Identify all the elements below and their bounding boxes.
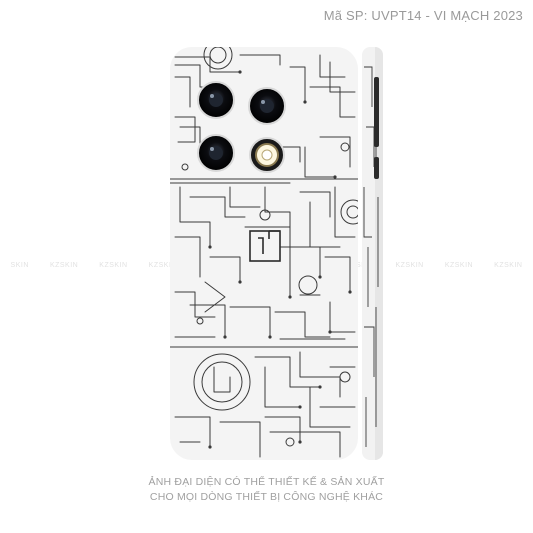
caption-line-1: ẢNH ĐẠI DIỆN CÓ THỂ THIẾT KẾ & SẢN XUẤT	[148, 476, 385, 488]
phone-side-skin	[362, 47, 383, 460]
product-code-label: Mã SP: UVPT14 - VI MẠCH 2023	[323, 8, 523, 23]
watermark-text: KZSKIN	[49, 261, 79, 269]
watermark-text: KZSKIN	[99, 261, 128, 269]
watermark-text: SKIN	[10, 261, 29, 269]
phone-back-skin	[170, 47, 358, 460]
watermark-text: KZSKIN	[494, 261, 523, 269]
watermark-text: KZSKIN	[444, 261, 474, 269]
camera-module	[197, 81, 286, 173]
caption: ẢNH ĐẠI DIỆN CÓ THỂ THIẾT KẾ & SẢN XUẤT …	[0, 475, 533, 505]
watermark-text: KZSKIN	[395, 261, 424, 269]
caption-line-2: CHO MỌI DÒNG THIẾT BỊ CÔNG NGHỆ KHÁC	[149, 491, 384, 503]
